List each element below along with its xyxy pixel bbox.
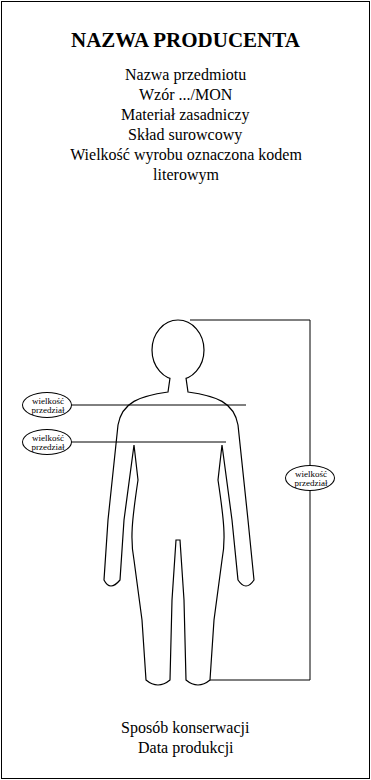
height-bracket — [190, 320, 310, 680]
label-line: Data produkcji — [138, 738, 234, 758]
label-line: Wzór .../MON — [139, 85, 232, 105]
size-range-pill: wielkość przedział — [22, 429, 72, 455]
label-line: Materiał zasadniczy — [121, 105, 249, 125]
size-range-pill: wielkość przedział — [22, 392, 72, 418]
label-line: Skład surowcowy — [128, 125, 242, 145]
body-outline — [104, 378, 254, 685]
body-silhouette — [104, 320, 254, 685]
label-line: Wielkość wyrobu oznaczona kodem literowy… — [66, 145, 306, 185]
label-line: Nazwa przedmiotu — [125, 65, 246, 85]
producer-title: NAZWA PRODUCENTA — [71, 28, 300, 53]
chest-line — [70, 405, 246, 406]
measure-lines — [70, 320, 310, 680]
label-line: Sposób konserwacji — [121, 718, 249, 738]
size-range-text: wielkość przedział — [29, 434, 67, 452]
waist-line — [70, 442, 226, 443]
size-range-pill: wielkość przedział — [285, 465, 335, 491]
size-range-text: wielkość przedział — [292, 470, 330, 488]
size-range-text: wielkość przedział — [29, 397, 67, 415]
head — [152, 320, 204, 380]
